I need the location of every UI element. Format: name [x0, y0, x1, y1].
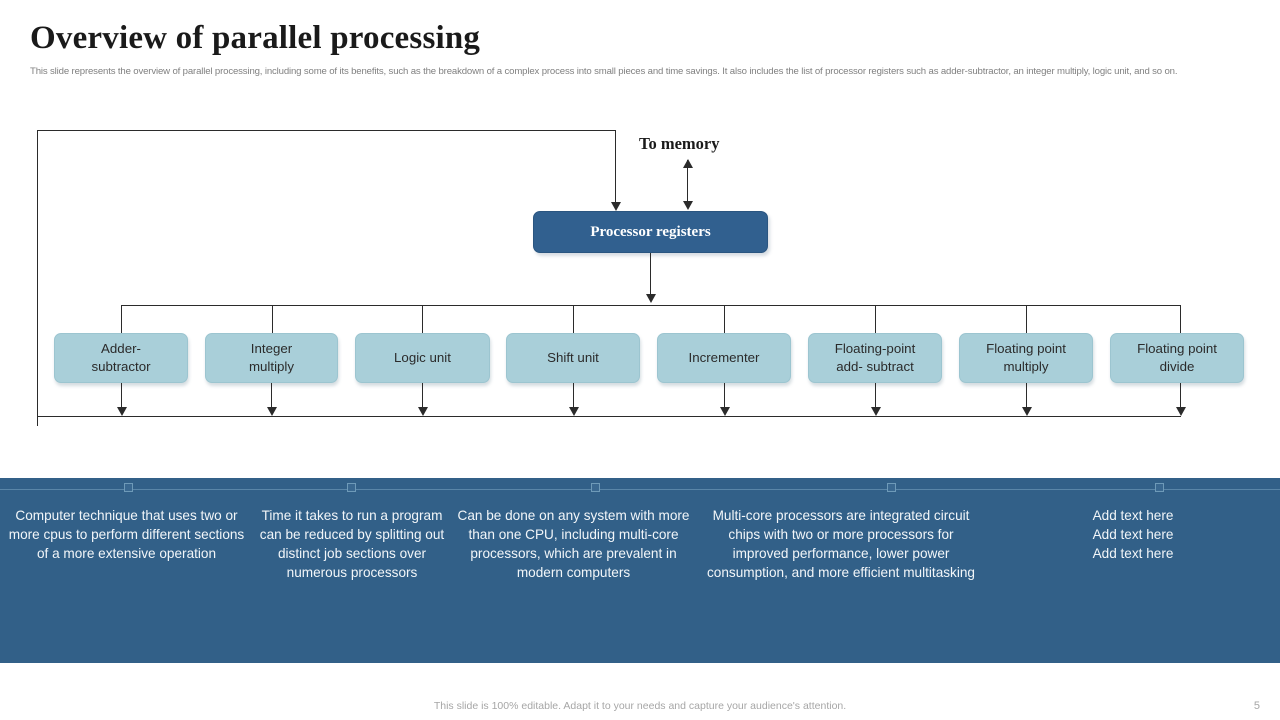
benefit-text[interactable]: Computer technique that uses two or more…	[8, 508, 245, 561]
unit-box-label: Logic unit	[394, 350, 451, 365]
unit-leg-line	[121, 305, 122, 333]
band-marker-icon[interactable]	[347, 483, 356, 492]
unit-leg-line	[573, 305, 574, 333]
unit-distribution-bus	[121, 305, 1181, 306]
unit-box[interactable]: Floating-point add- subtract	[808, 333, 942, 383]
unit-output-line	[875, 383, 876, 408]
unit-leg-line	[724, 305, 725, 333]
benefit-text[interactable]: Multi-core processors are integrated cir…	[707, 508, 975, 580]
band-marker-icon[interactable]	[591, 483, 600, 492]
bus-frame-bottom-edge	[37, 416, 1181, 417]
band-marker-icon[interactable]	[887, 483, 896, 492]
unit-output-arrowhead-icon	[117, 407, 127, 416]
page-subtitle: This slide represents the overview of pa…	[30, 66, 1178, 77]
unit-box[interactable]: Logic unit	[355, 333, 490, 383]
bus-frame-left-edge	[37, 130, 38, 426]
unit-leg-line	[875, 305, 876, 333]
page-number: 5	[1253, 700, 1260, 712]
unit-box-label: Integer multiply	[248, 341, 295, 374]
unit-output-arrowhead-icon	[1022, 407, 1032, 416]
parallel-processing-diagram: To memory Processor registers Adder- sub…	[0, 110, 1280, 470]
unit-output-line	[271, 383, 272, 408]
unit-output-arrowhead-icon	[418, 407, 428, 416]
unit-output-arrowhead-icon	[569, 407, 579, 416]
unit-output-line	[121, 383, 122, 408]
footer-note: This slide is 100% editable. Adapt it to…	[433, 700, 847, 712]
processor-registers-drop-line	[650, 253, 651, 301]
unit-output-arrowhead-icon	[267, 407, 277, 416]
benefit-text[interactable]: Time it takes to run a program can be re…	[259, 508, 445, 580]
unit-box[interactable]: Adder- subtractor	[54, 333, 188, 383]
unit-leg-line	[1026, 305, 1027, 333]
unit-box-label: Floating-point add- subtract	[834, 341, 916, 374]
benefit-text[interactable]: Can be done on any system with more than…	[457, 508, 690, 580]
band-marker-icon[interactable]	[1155, 483, 1164, 492]
unit-leg-line	[272, 305, 273, 333]
unit-box-label: Shift unit	[547, 350, 599, 365]
unit-output-arrowhead-icon	[720, 407, 730, 416]
to-memory-line	[687, 160, 688, 208]
unit-box[interactable]: Integer multiply	[205, 333, 338, 383]
unit-output-line	[422, 383, 423, 408]
processor-registers-box[interactable]: Processor registers	[533, 211, 768, 253]
unit-box[interactable]: Floating point divide	[1110, 333, 1244, 383]
benefits-columns: Computer technique that uses two or more…	[0, 506, 1280, 582]
band-divider-line	[0, 489, 1280, 490]
input-bus-drop-line	[615, 130, 616, 208]
bus-frame-top-edge	[37, 130, 615, 131]
to-memory-arrowhead-down-icon	[683, 201, 693, 210]
unit-output-line	[1026, 383, 1027, 408]
unit-box-label: Floating point multiply	[986, 341, 1066, 374]
unit-box-label: Floating point divide	[1137, 341, 1217, 374]
input-bus-arrowhead-icon	[611, 202, 621, 211]
unit-box[interactable]: Shift unit	[506, 333, 640, 383]
unit-output-line	[724, 383, 725, 408]
to-memory-label: To memory	[639, 134, 720, 153]
band-marker-icon[interactable]	[124, 483, 133, 492]
unit-output-arrowhead-icon	[871, 407, 881, 416]
unit-box-label: Adder- subtractor	[91, 341, 151, 374]
unit-leg-line	[1180, 305, 1181, 333]
unit-box-label: Incrementer	[688, 350, 760, 365]
processor-registers-arrowhead-icon	[646, 294, 656, 303]
unit-output-arrowhead-icon	[1176, 407, 1186, 416]
benefit-text[interactable]: Add text here Add text here Add text her…	[1092, 508, 1174, 561]
unit-output-line	[573, 383, 574, 408]
unit-box[interactable]: Floating point multiply	[959, 333, 1093, 383]
benefits-band: Computer technique that uses two or more…	[0, 478, 1280, 663]
unit-output-line	[1180, 383, 1181, 408]
unit-leg-line	[422, 305, 423, 333]
unit-box[interactable]: Incrementer	[657, 333, 791, 383]
to-memory-arrowhead-up-icon	[683, 159, 693, 168]
page-title: Overview of parallel processing	[30, 20, 481, 56]
